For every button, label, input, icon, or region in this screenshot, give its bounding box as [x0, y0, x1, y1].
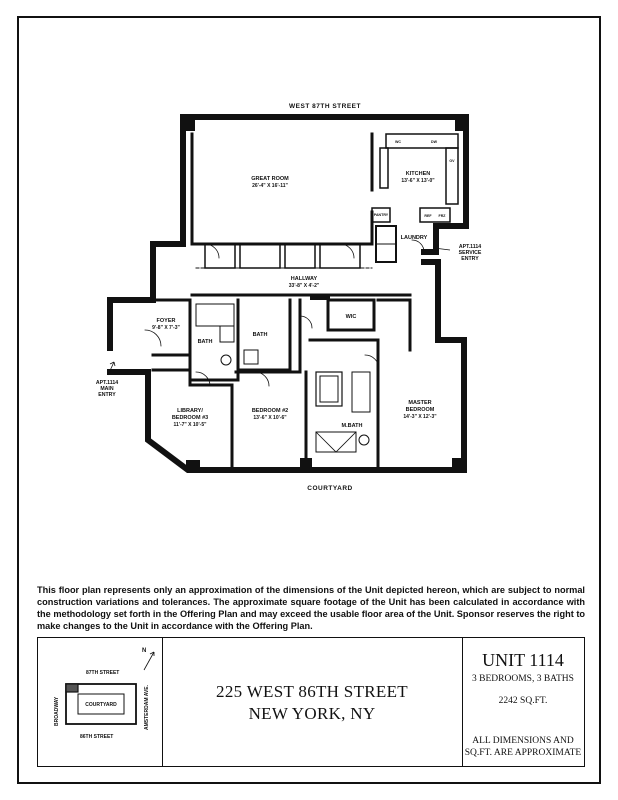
- unit-note-line-1: ALL DIMENSIONS AND: [472, 736, 574, 746]
- unit-block: UNIT 1114 3 BEDROOMS, 3 BATHS 2242 SQ.FT…: [462, 638, 584, 766]
- room-master-name-2: BEDROOM: [406, 407, 435, 413]
- exterior-wall: [107, 114, 186, 351]
- unit-note-line-2: SQ.FT. ARE APPROXIMATE: [464, 748, 582, 758]
- room-bedroom2-name: BEDROOM #2: [252, 408, 288, 414]
- address-line-1: 225 WEST 86TH STREET: [216, 682, 408, 701]
- room-hallway-dims: 33'-8" X 4'-2": [289, 283, 320, 289]
- key-map-avenue-right: AMSTERDAM AVE.: [144, 684, 150, 730]
- main-entry-line-3: ENTRY: [98, 392, 116, 398]
- unit-rooms: 3 BEDROOMS, 3 BATHS: [472, 674, 574, 684]
- street-north-label: WEST 87TH STREET: [289, 103, 361, 110]
- main-entry-arrow: [107, 361, 115, 376]
- appliance-ov: OV: [449, 159, 455, 163]
- unit-area: 2242 SQ.FT.: [498, 696, 548, 706]
- room-kitchen-dims: 13'-6" X 13'-0": [401, 178, 435, 184]
- room-laundry-name: LAUNDRY: [401, 235, 428, 241]
- key-map-street-top: 87TH STREET: [86, 670, 119, 676]
- room-bath-b: BATH: [253, 332, 268, 338]
- address-line-2: NEW YORK, NY: [248, 704, 376, 723]
- appliance-wc: WC: [395, 140, 401, 144]
- room-hallway-name: HALLWAY: [291, 276, 318, 282]
- page-frame: [17, 16, 601, 784]
- key-map-avenue-left: BROADWAY: [54, 696, 60, 726]
- key-map: N 87TH STREET 86TH STREET COURTYARD BROA…: [38, 638, 163, 766]
- exterior-wall: [107, 259, 467, 473]
- room-foyer-dims: 9'-8" X 7'-3": [152, 325, 180, 331]
- unit-location-marker: [65, 683, 79, 693]
- room-foyer-name: FOYER: [157, 318, 176, 324]
- disclaimer-text: This floor plan represents only an appro…: [37, 585, 585, 631]
- key-map-street-bottom: 86TH STREET: [80, 734, 113, 740]
- room-library-dims: 11'-7" X 10'-5": [174, 422, 208, 428]
- room-great-room-name: GREAT ROOM: [251, 176, 289, 182]
- service-entry-arrow: [433, 247, 451, 251]
- key-map-north: N: [142, 648, 146, 654]
- room-pantry-name: PANTRY: [374, 213, 389, 217]
- room-mbath-name: M.BATH: [342, 423, 363, 429]
- service-entry-line-2: SERVICE: [459, 250, 482, 256]
- main-entry-line-2: MAIN: [100, 386, 114, 392]
- key-map-courtyard: COURTYARD: [85, 702, 117, 708]
- room-wic-name: WIC: [346, 314, 357, 320]
- unit-title: UNIT 1114: [482, 650, 564, 670]
- floor-plan: WEST 87TH STREET COURTYARD GREAT ROOM 26…: [96, 103, 482, 492]
- room-library-name-1: LIBRARY/: [177, 408, 203, 414]
- room-bedroom2-dims: 13'-6" X 10'-6": [253, 415, 287, 421]
- exterior-wall: [180, 114, 469, 255]
- room-kitchen-name: KITCHEN: [406, 171, 430, 177]
- room-bath-a: BATH: [198, 339, 213, 345]
- room-great-room-dims: 26'-4" X 16'-11": [252, 183, 288, 189]
- room-master-dims: 14'-3" X 12'-3": [403, 414, 437, 420]
- appliance-ref: REF: [424, 214, 432, 218]
- street-south-label: COURTYARD: [307, 485, 352, 492]
- appliance-frz: FRZ: [439, 214, 447, 218]
- room-library-name-2: BEDROOM #3: [172, 415, 208, 421]
- service-entry-line-1: APT.1114: [459, 244, 481, 250]
- info-box: N 87TH STREET 86TH STREET COURTYARD BROA…: [37, 637, 585, 767]
- appliance-dw: DW: [431, 140, 438, 144]
- key-map-drawing: N 87TH STREET 86TH STREET COURTYARD BROA…: [54, 648, 155, 740]
- service-entry-line-3: ENTRY: [461, 256, 479, 262]
- room-master-name-1: MASTER: [408, 400, 431, 406]
- main-entry-line-1: APT.1114: [96, 380, 118, 386]
- address-block: 225 WEST 86TH STREET NEW YORK, NY: [162, 638, 463, 766]
